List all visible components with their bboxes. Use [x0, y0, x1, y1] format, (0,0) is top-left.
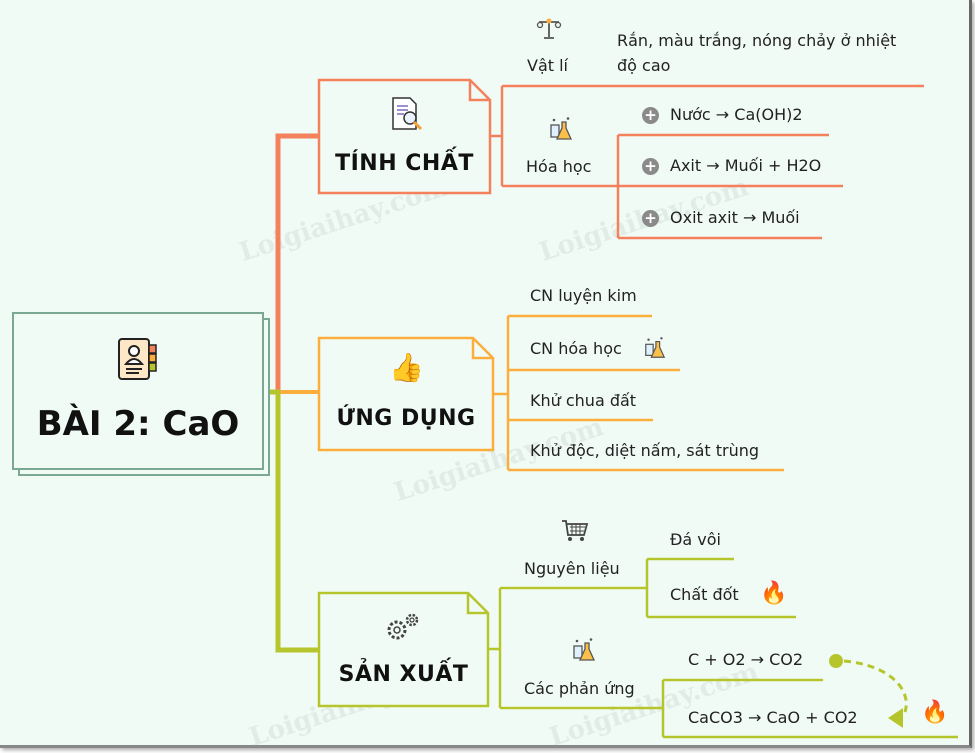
cart-icon: [561, 519, 589, 546]
hoa-hoc-item[interactable]: Nước → Ca(OH)2: [670, 105, 803, 124]
relation-dashed-arrow: [843, 659, 908, 713]
center-title: BÀI 2: CaO: [36, 404, 240, 444]
ung-dung-item[interactable]: CN hóa học: [530, 339, 622, 358]
fire-icon: 🔥: [760, 581, 788, 606]
nguyen-lieu-item[interactable]: Chất đốt: [670, 585, 739, 604]
fire-icon: 🔥: [921, 700, 949, 725]
expand-plus-icon[interactable]: +: [642, 107, 659, 124]
lab-flask-icon: [571, 637, 597, 666]
hoa-hoc-item[interactable]: Axit → Muối + H2O: [670, 156, 822, 175]
thumbs-up-icon: 👍: [389, 351, 424, 384]
center-node[interactable]: [12, 312, 264, 470]
expand-plus-icon[interactable]: +: [642, 158, 659, 175]
ung-dung-item[interactable]: Khử chua đất: [530, 391, 637, 410]
ung-dung-item[interactable]: CN luyện kim: [530, 286, 637, 305]
document-search-icon: [390, 96, 424, 135]
contact-card-icon: [117, 337, 157, 381]
branch-title-san-xuat[interactable]: SẢN XUẤT: [338, 662, 469, 687]
box-san-xuat: [317, 591, 490, 708]
lab-flask-icon: [548, 116, 574, 145]
lab-flask-icon: [643, 336, 667, 363]
box-tinh-chat: [317, 78, 492, 195]
vat-li-label[interactable]: Vật lí: [527, 56, 568, 75]
expand-plus-icon[interactable]: +: [642, 210, 659, 227]
trunk-tinh-chat: [262, 133, 318, 395]
hoa-hoc-item[interactable]: Oxit axit → Muối: [670, 208, 800, 227]
phan-ung-item[interactable]: CaCO3 → CaO + CO2: [688, 708, 858, 727]
nguyen-lieu-item[interactable]: Đá vôi: [670, 530, 721, 549]
trunk-san-xuat: [262, 389, 318, 653]
vat-li-detail-line1[interactable]: Rắn, màu trắng, nóng chảy ở nhiệt: [617, 31, 897, 50]
nguyen-lieu-label[interactable]: Nguyên liệu: [524, 559, 620, 578]
relation-start-dot: [829, 654, 843, 668]
branch-title-ung-dung[interactable]: ỨNG DỤNG: [336, 406, 476, 431]
relation-arrowhead: [888, 708, 903, 728]
hoa-hoc-label[interactable]: Hóa học: [526, 157, 592, 176]
phan-ung-label[interactable]: Các phản ứng: [524, 679, 635, 698]
ung-dung-item[interactable]: Khử độc, diệt nấm, sát trùng: [530, 441, 760, 460]
phan-ung-item[interactable]: C + O2 → CO2: [688, 650, 804, 669]
scale-icon: [536, 16, 562, 45]
branch-title-tinh-chat[interactable]: TÍNH CHẤT: [335, 151, 474, 176]
gears-icon: [385, 612, 421, 645]
box-ung-dung: [317, 336, 495, 452]
vat-li-detail-line2: độ cao: [617, 56, 671, 75]
